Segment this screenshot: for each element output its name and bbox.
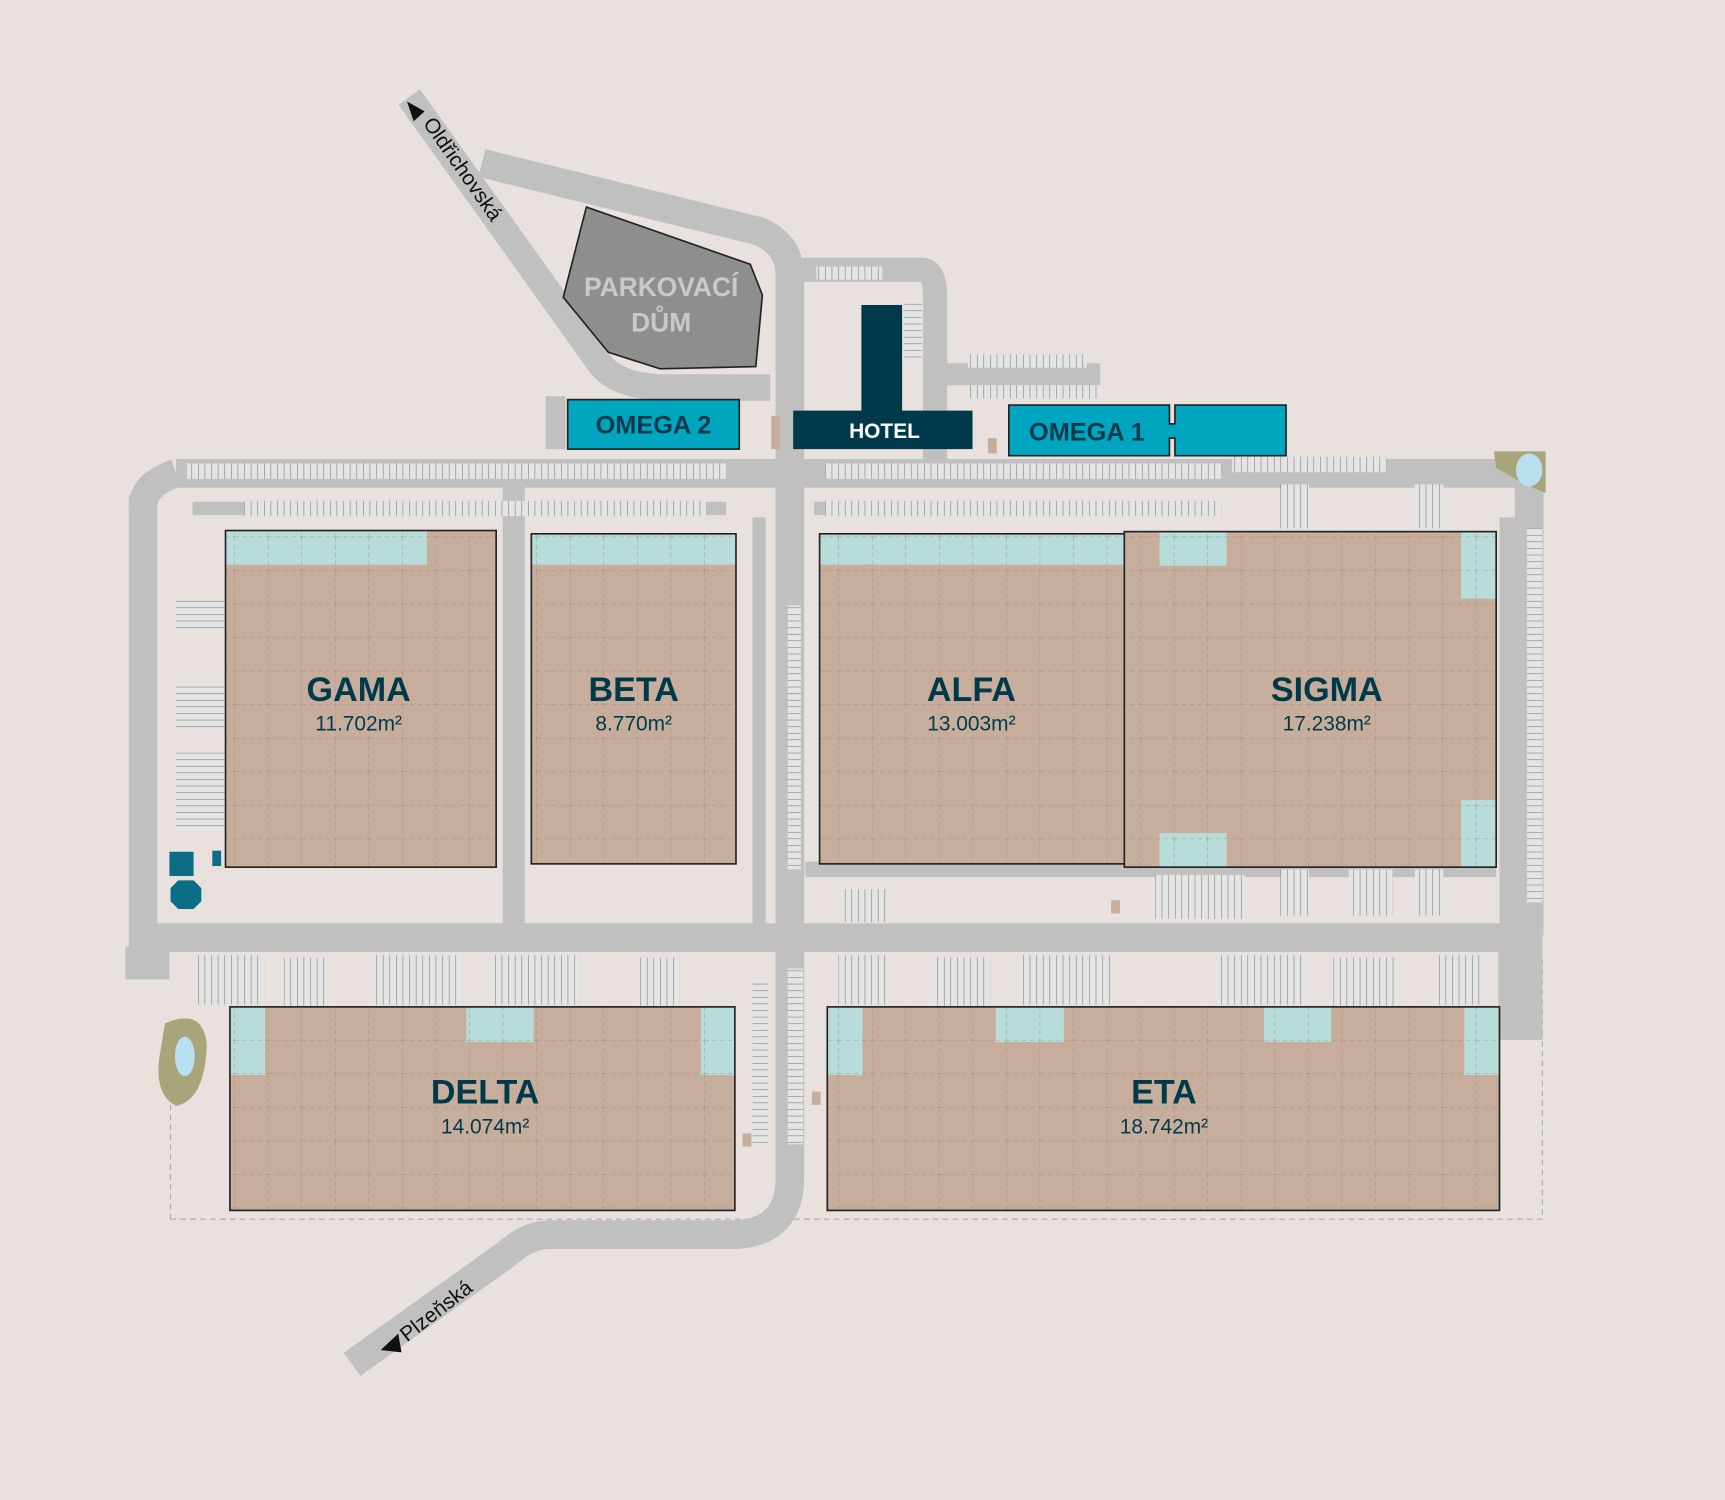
hall-alfa-area: 13.003m² [927,713,1015,736]
tank-small [212,850,222,867]
hall-beta-name: BETA [589,671,679,709]
building-omega-2[interactable]: OMEGA 2 [566,398,741,450]
hall-beta-area: 8.770m² [595,713,672,736]
pond-west [158,1018,207,1106]
building-omega-1[interactable]: OMEGA 1 [1007,404,1287,457]
hall-alfa-name: ALFA [927,671,1016,709]
tank-square [169,851,194,876]
parking-house[interactable]: PARKOVACÍ DŮM [562,206,764,370]
arrow-south-icon [380,1333,402,1353]
omega-1-label: OMEGA 1 [1029,418,1145,446]
hall-eta-name: ETA [1131,1074,1197,1112]
hall-eta[interactable]: ETA 18.742m² [826,1006,1501,1212]
tank-octagon [170,880,202,909]
omega-2-label: OMEGA 2 [596,412,712,440]
hotel-label: HOTEL [849,420,920,443]
building-hotel[interactable]: HOTEL [793,304,973,450]
hall-delta[interactable]: DELTA 14.074m² [229,1006,736,1212]
hall-alfa[interactable]: ALFA 13.003m² [818,532,1126,865]
hall-beta[interactable]: BETA 8.770m² [530,532,737,865]
hall-delta-area: 14.074m² [441,1115,529,1138]
hall-eta-area: 18.742m² [1120,1115,1208,1138]
hall-sigma-area: 17.238m² [1283,713,1371,736]
hall-delta-name: DELTA [431,1074,540,1112]
parking-house-label-2: DŮM [631,305,691,337]
arrow-north-icon [407,101,425,122]
parking-areas [176,266,1543,1145]
hall-gama[interactable]: GAMA 11.702m² [224,529,497,868]
hall-gama-name: GAMA [307,671,411,709]
parking-house-label-1: PARKOVACÍ [584,272,739,302]
hall-sigma[interactable]: SIGMA 17.238m² [1123,530,1497,868]
hall-sigma-name: SIGMA [1271,671,1383,709]
hall-gama-area: 11.702m² [315,713,402,736]
pond-east [1493,451,1546,494]
